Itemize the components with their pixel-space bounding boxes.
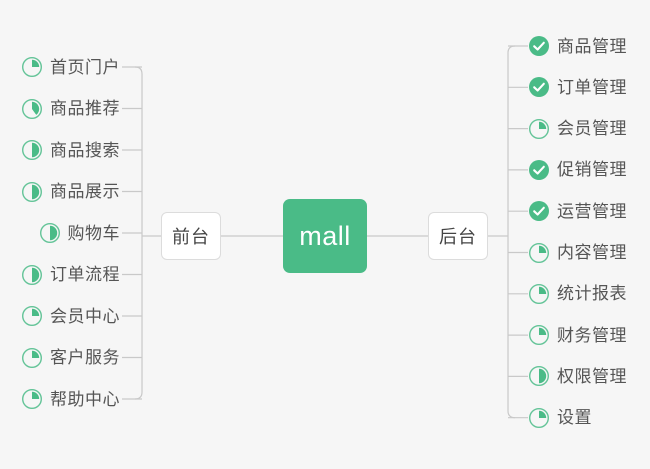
leaf-node-label: 会员管理 xyxy=(557,119,627,139)
leaf-node[interactable]: 内容管理 xyxy=(528,239,627,267)
leaf-node[interactable]: 权限管理 xyxy=(528,362,627,390)
leaf-node[interactable]: 会员管理 xyxy=(528,115,627,143)
check-circle-icon xyxy=(528,76,550,98)
root-node-label: mall xyxy=(299,220,351,251)
pie-progress-icon xyxy=(21,264,43,286)
leaf-node[interactable]: 客户服务 xyxy=(21,344,120,372)
check-circle-icon xyxy=(528,200,550,222)
leaf-node[interactable]: 订单管理 xyxy=(528,73,627,101)
leaf-node[interactable]: 会员中心 xyxy=(21,302,120,330)
leaf-node-label: 设置 xyxy=(557,408,592,428)
branch-node-frontend[interactable]: 前台 xyxy=(161,212,221,260)
branch-node-backend[interactable]: 后台 xyxy=(428,212,488,260)
leaf-node-label: 统计报表 xyxy=(557,284,627,304)
leaf-node-label: 首页门户 xyxy=(50,57,120,77)
pie-progress-icon xyxy=(21,305,43,327)
leaf-node-label: 订单管理 xyxy=(557,77,627,97)
leaf-node-label: 商品推荐 xyxy=(50,99,120,118)
pie-progress-icon xyxy=(39,222,61,244)
leaf-node-label: 商品搜索 xyxy=(50,140,120,160)
pie-progress-icon xyxy=(528,324,550,346)
pie-progress-icon xyxy=(528,118,550,140)
pie-progress-icon xyxy=(21,388,43,410)
leaf-node-label: 权限管理 xyxy=(557,366,627,386)
leaf-node-label: 会员中心 xyxy=(50,306,120,326)
pie-progress-icon xyxy=(21,98,43,120)
leaf-node-label: 客户服务 xyxy=(50,348,120,367)
leaf-node[interactable]: 运营管理 xyxy=(528,197,627,225)
pie-progress-icon xyxy=(21,139,43,161)
leaf-node-label: 促销管理 xyxy=(557,160,627,180)
leaf-node[interactable]: 帮助中心 xyxy=(21,385,120,413)
leaf-node-label: 购物车 xyxy=(67,223,120,243)
leaf-node[interactable]: 首页门户 xyxy=(21,53,120,81)
root-node-mall[interactable]: mall xyxy=(283,199,367,273)
leaf-node-label: 内容管理 xyxy=(557,243,627,262)
leaf-node[interactable]: 订单流程 xyxy=(21,261,120,289)
check-circle-icon xyxy=(528,159,550,181)
leaf-node-label: 订单流程 xyxy=(50,265,120,284)
leaf-node[interactable]: 促销管理 xyxy=(528,156,627,184)
leaf-node[interactable]: 财务管理 xyxy=(528,321,627,349)
leaf-node[interactable]: 商品管理 xyxy=(528,32,627,60)
check-circle-icon xyxy=(528,35,550,57)
pie-progress-icon xyxy=(21,181,43,203)
leaf-node-label: 财务管理 xyxy=(557,325,627,345)
leaf-node[interactable]: 统计报表 xyxy=(528,280,627,308)
pie-progress-icon xyxy=(21,56,43,78)
pie-progress-icon xyxy=(528,283,550,305)
leaf-node[interactable]: 商品搜索 xyxy=(21,136,120,164)
leaf-node-label: 商品展示 xyxy=(50,182,120,201)
leaf-node[interactable]: 商品展示 xyxy=(21,178,120,206)
leaf-node[interactable]: 商品推荐 xyxy=(21,95,120,123)
leaf-node[interactable]: 设置 xyxy=(528,404,592,432)
pie-progress-icon xyxy=(528,242,550,264)
leaf-node-label: 商品管理 xyxy=(557,36,627,56)
pie-progress-icon xyxy=(21,347,43,369)
pie-progress-icon xyxy=(528,407,550,429)
branch-node-frontend-label: 前台 xyxy=(172,227,210,247)
leaf-node-label: 帮助中心 xyxy=(50,389,120,409)
branch-node-backend-label: 后台 xyxy=(439,227,477,247)
leaf-node[interactable]: 购物车 xyxy=(39,219,121,247)
leaf-node-label: 运营管理 xyxy=(557,201,627,221)
pie-progress-icon xyxy=(528,365,550,387)
